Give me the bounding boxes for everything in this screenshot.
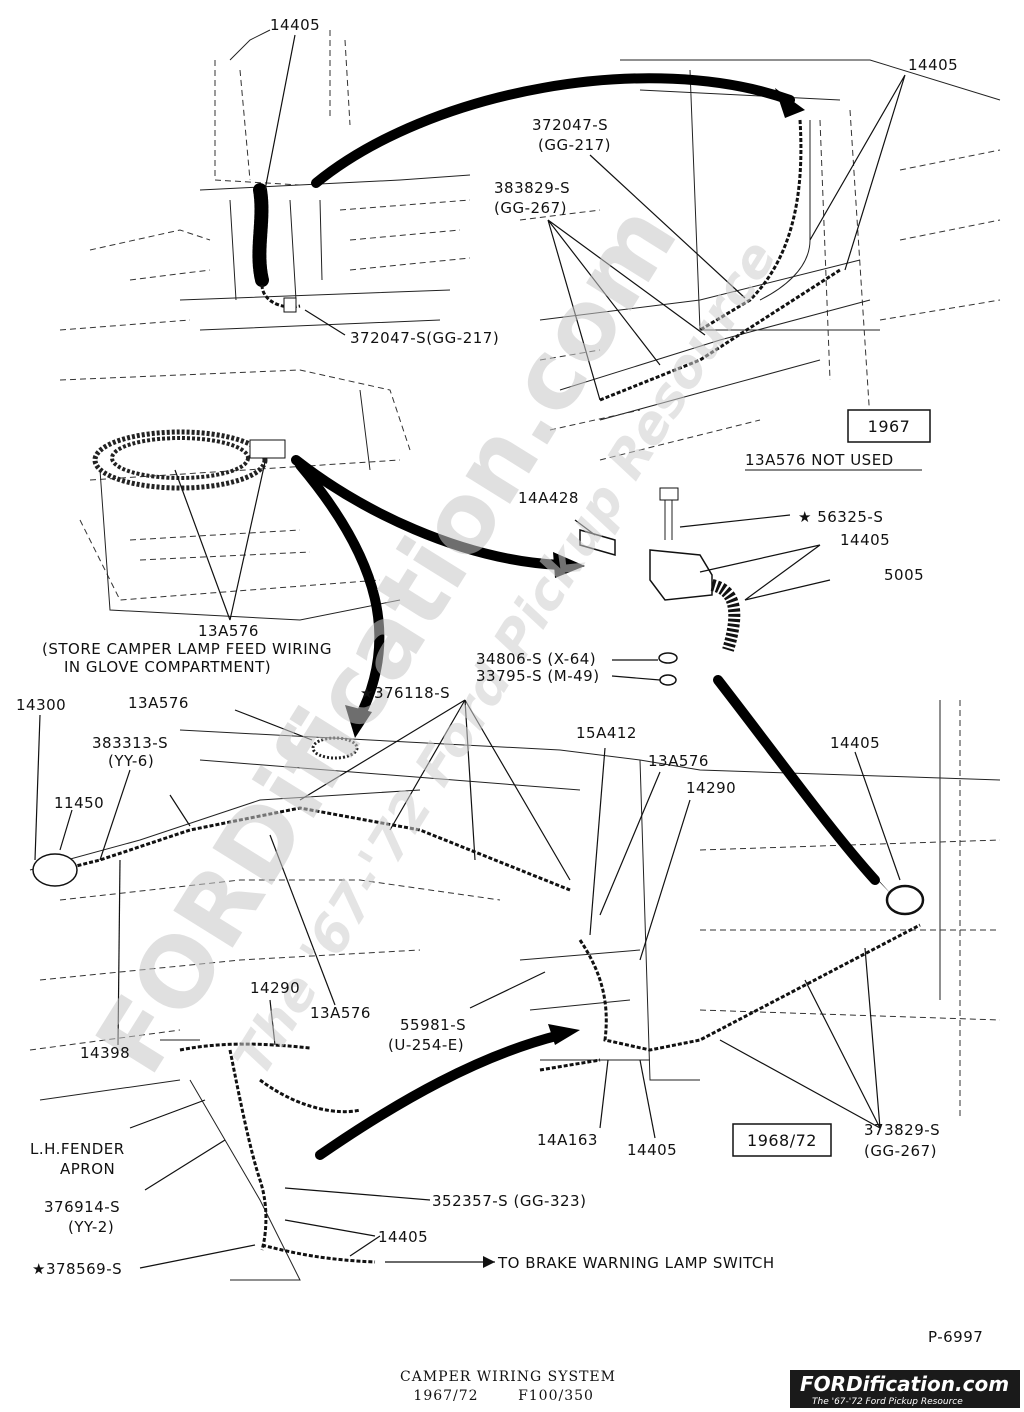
part-label: 14405 [830, 734, 880, 752]
brand-logo: FORDification.com The '67-'72 Ford Picku… [790, 1370, 1020, 1408]
door-pillar-drawing [519, 59, 1001, 461]
caption-years: 1967/72 [413, 1388, 478, 1404]
part-label: 14405 [378, 1228, 428, 1246]
note-fender-line1: L.H.FENDER [30, 1140, 125, 1158]
part-label: 14405 [840, 531, 890, 549]
line-art [29, 29, 1001, 1281]
part-label: 373829-S [864, 1121, 940, 1139]
part-label: 14290 [250, 979, 300, 997]
part-label: (GG-267) [864, 1142, 937, 1160]
logo-background [790, 1370, 1020, 1408]
part-label: (YY-6) [108, 752, 154, 770]
part-label: 14405 [270, 16, 320, 34]
year-label-1968-72: 1968/72 [747, 1131, 817, 1150]
part-label: 15A412 [576, 724, 637, 742]
part-label: ★ 56325-S [798, 508, 883, 526]
note-fender-line2: APRON [60, 1160, 115, 1178]
note-store-line2: IN GLOVE COMPARTMENT) [64, 658, 271, 676]
part-label: 383313-S [92, 734, 168, 752]
part-label: 352357-S (GG-323) [432, 1192, 586, 1210]
part-label: 14290 [686, 779, 736, 797]
part-label: 13A576 [648, 752, 709, 770]
part-label: (YY-2) [68, 1218, 114, 1236]
bracket-drawing [579, 487, 741, 686]
part-label: (GG-217) [538, 136, 611, 154]
part-label: 11450 [54, 794, 104, 812]
caption-models: F100/350 [518, 1388, 594, 1404]
part-label: ★378569-S [32, 1260, 122, 1278]
part-label: 33795-S (M-49) [476, 667, 600, 685]
part-label: 383829-S [494, 179, 570, 197]
year-box-1967 [847, 409, 931, 443]
note-not-used: 13A576 NOT USED [745, 451, 894, 469]
caption-title: CAMPER WIRING SYSTEM [400, 1369, 616, 1385]
part-label: 34806-S (X-64) [476, 650, 596, 668]
part-label: 14405 [908, 56, 958, 74]
part-label: (GG-267) [494, 199, 567, 217]
watermark-main-text: FORDification.com [75, 186, 699, 1093]
dash-glove-drawing [59, 369, 411, 621]
part-label: 14300 [16, 696, 66, 714]
note-brake-switch: TO BRAKE WARNING LAMP SWITCH [497, 1254, 775, 1272]
fender-rail-drawing [29, 729, 641, 1281]
part-label: 13A576 [198, 622, 259, 640]
part-label: 13A576 [310, 1004, 371, 1022]
part-label: ★376118-S [360, 684, 450, 702]
logo-sub-text: The '67-'72 Ford Pickup Resource [812, 1397, 963, 1407]
motion-arrows [291, 73, 892, 1160]
part-labels: 14405 372047-S(GG-217) 14405 372047-S (G… [16, 16, 958, 1278]
part-label: 372047-S(GG-217) [350, 329, 499, 347]
logo-main-text: FORDification.com [800, 1372, 1009, 1396]
part-label: 55981-S [400, 1016, 466, 1034]
part-label: 14398 [80, 1044, 130, 1062]
leader-lines [34, 34, 906, 1269]
part-label: 376914-S [44, 1198, 120, 1216]
note-store-line1: (STORE CAMPER LAMP FEED WIRING [42, 640, 332, 658]
part-label: 13A576 [128, 694, 189, 712]
part-label: (U-254-E) [388, 1036, 464, 1054]
year-box-1968-72 [732, 1123, 832, 1157]
figure-number: P-6997 [928, 1328, 983, 1346]
part-label: 5005 [884, 566, 924, 584]
year-label-1967: 1967 [868, 417, 911, 436]
part-label: 14A163 [537, 1131, 598, 1149]
part-label: 372047-S [532, 116, 608, 134]
cowl-left-drawing [59, 29, 471, 331]
part-label: 14405 [627, 1141, 677, 1159]
part-label: 14A428 [518, 489, 579, 507]
